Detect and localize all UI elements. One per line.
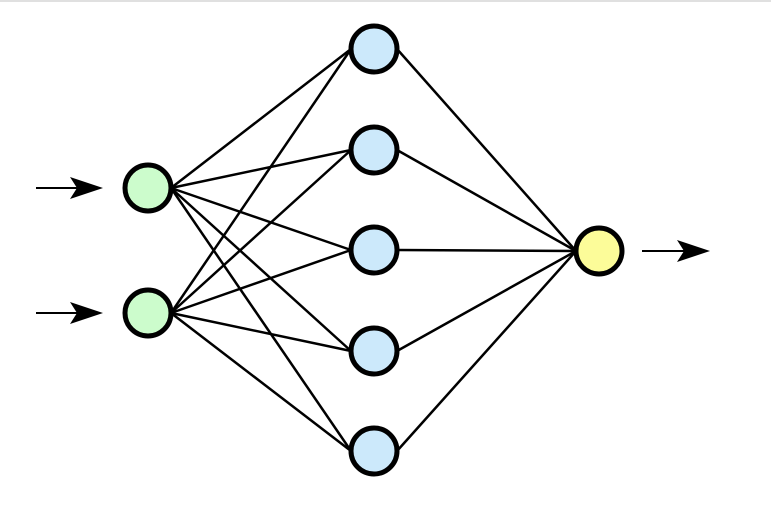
edge-i1-h5 <box>169 187 353 452</box>
edge-i2-h3 <box>170 248 352 315</box>
edge-h3-o1 <box>396 248 577 253</box>
edge-i1-h4 <box>170 187 352 352</box>
window-top-border <box>0 0 771 2</box>
edge-h2-o1 <box>396 148 577 253</box>
edge-h4-o1 <box>396 249 577 353</box>
hidden-node-1 <box>348 23 400 75</box>
edge-h5-o1 <box>396 250 577 452</box>
output-node-1 <box>573 225 625 277</box>
edge-i1-h1 <box>170 48 352 189</box>
hidden-node-5 <box>348 425 400 477</box>
edge-i2-h2 <box>170 149 352 314</box>
edge-i1-h3 <box>170 186 352 252</box>
edge-h1-o1 <box>396 48 577 252</box>
edge-i2-h5 <box>170 312 352 452</box>
input-arrow-1-head <box>70 177 103 199</box>
input-arrow-2-head <box>70 302 103 324</box>
edge-i2-h4 <box>170 311 352 353</box>
edge-i2-h1 <box>169 48 353 314</box>
hidden-node-3 <box>348 224 400 276</box>
hidden-node-4 <box>348 325 400 377</box>
edge-i1-h2 <box>170 148 352 190</box>
input-node-1 <box>122 162 174 214</box>
hidden-node-2 <box>348 124 400 176</box>
output-arrow-head <box>677 240 710 262</box>
input-node-2 <box>122 287 174 339</box>
